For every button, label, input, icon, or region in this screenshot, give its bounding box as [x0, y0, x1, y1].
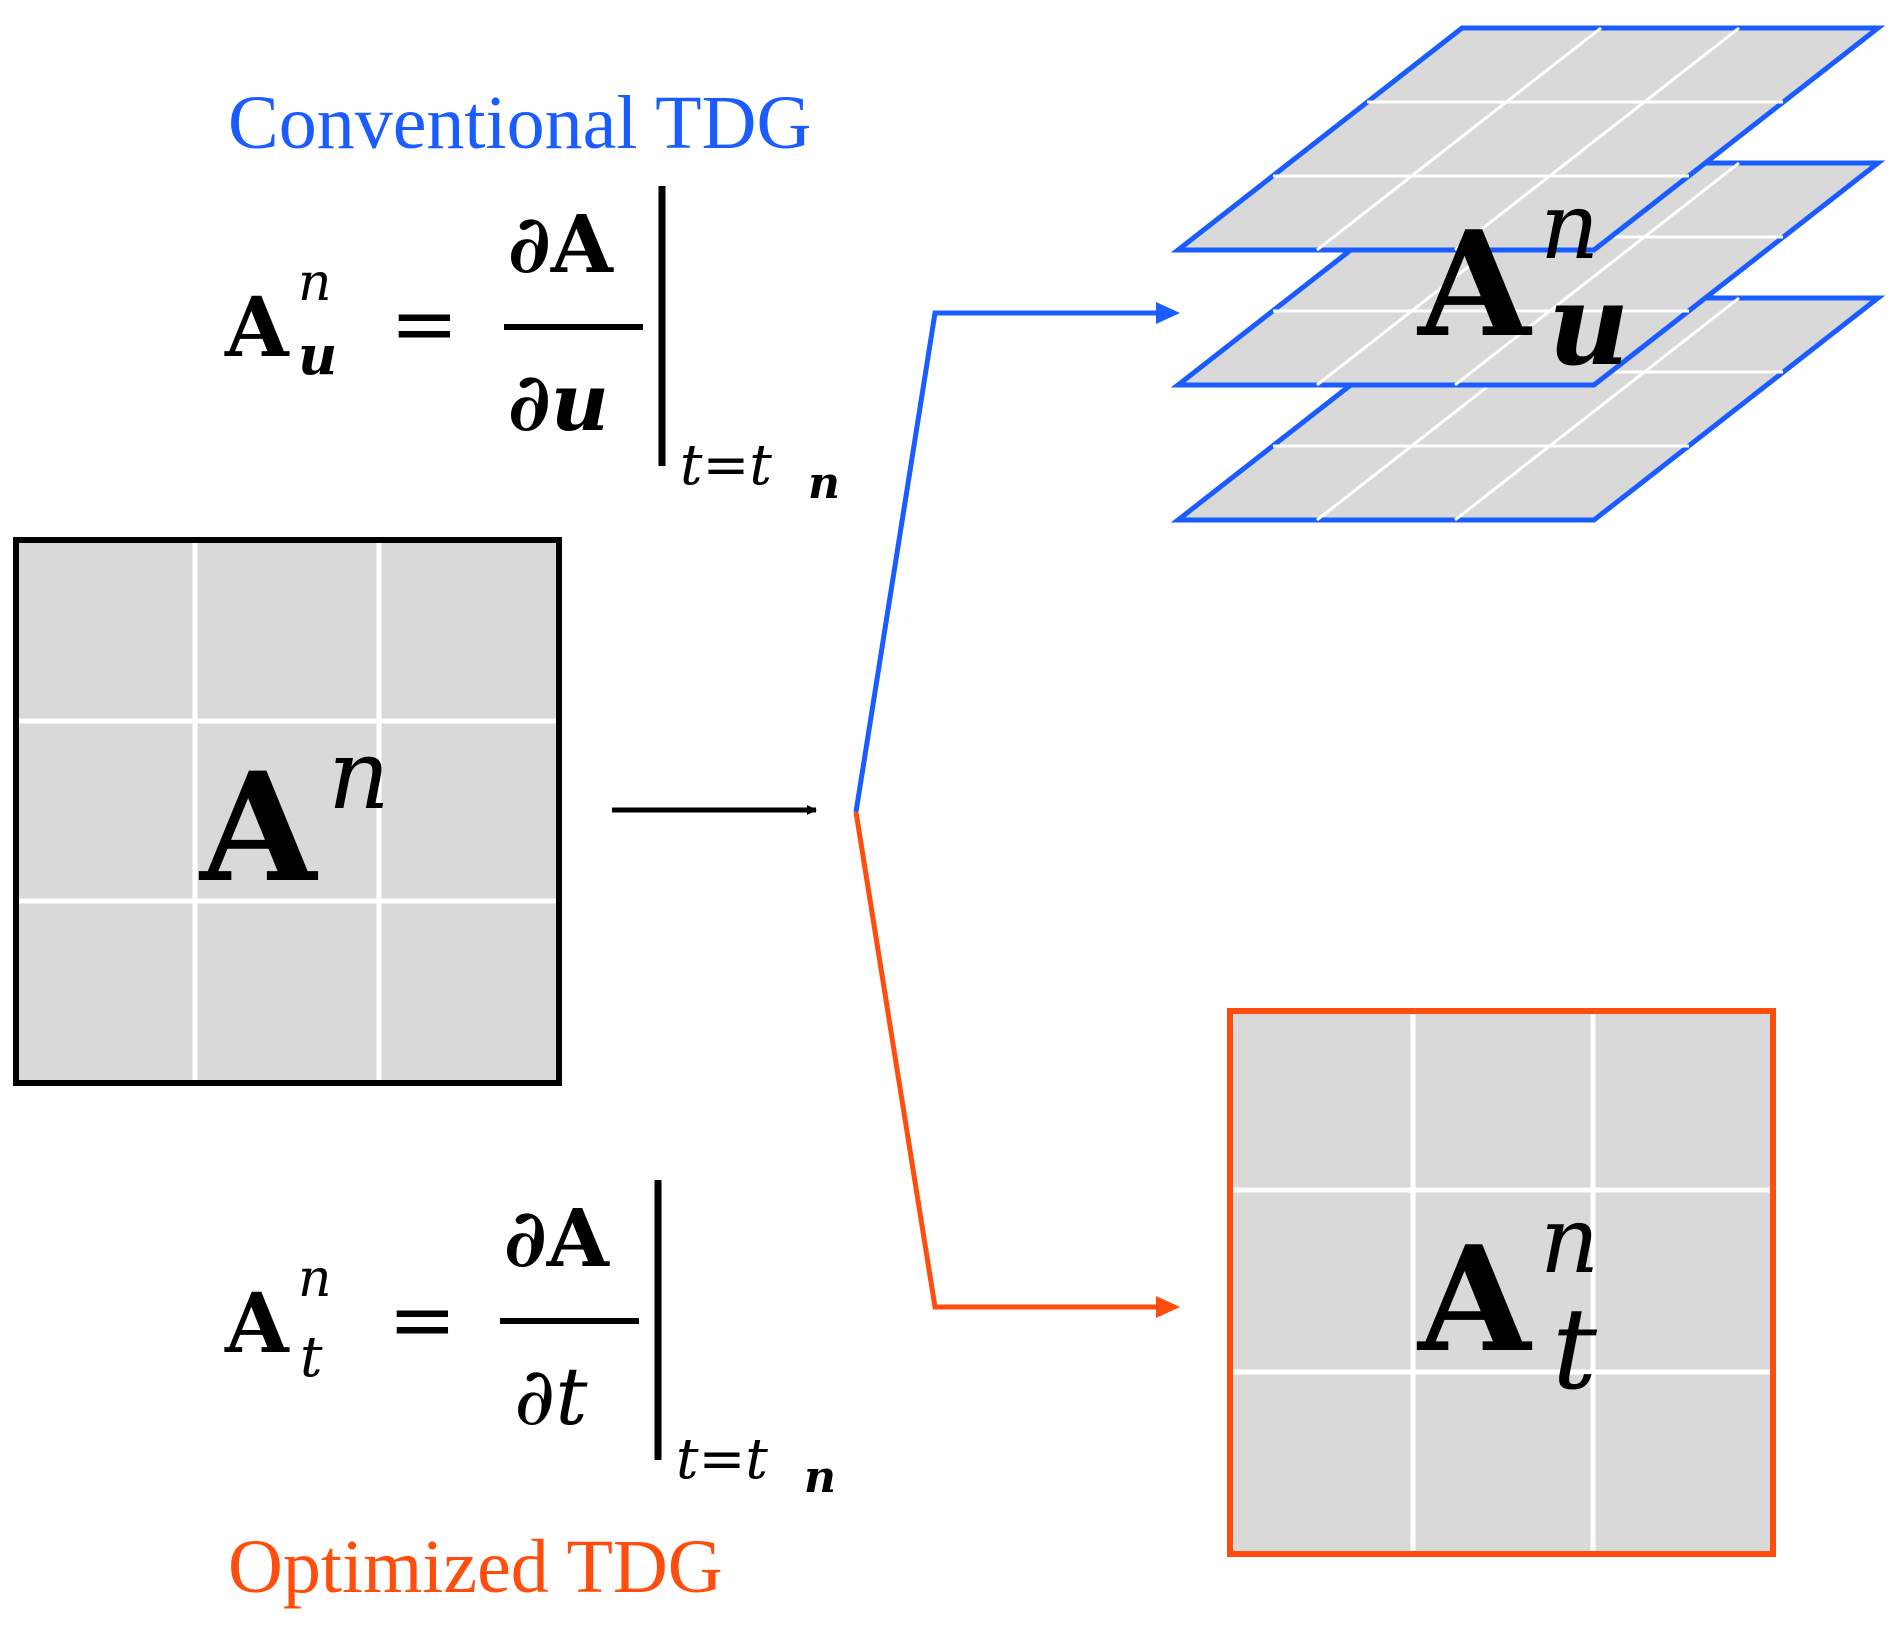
eq-opt-equals: =	[388, 1273, 457, 1368]
eq-conv-equals: =	[390, 277, 459, 372]
opt-output-symbol: A	[1416, 1215, 1533, 1385]
conv-output-superscript: n	[1540, 173, 1599, 280]
input-matrix-grid	[19, 543, 556, 1080]
eq-opt-lhs-sub: t	[300, 1325, 323, 1390]
eq-opt-lhs-base: A	[224, 1276, 290, 1372]
conventional-output-stack[interactable]: A n u	[1170, 25, 1886, 523]
eq-opt-lhs-sup: n	[298, 1249, 332, 1309]
conventional-tdg-label: Conventional TDG	[228, 81, 811, 165]
optimized-branch	[853, 811, 1180, 1318]
eq-conv-numerator: ∂A	[508, 197, 614, 291]
stack-layer-top	[1170, 25, 1886, 253]
input-matrix: A n	[13, 537, 562, 1086]
optimized-equation: A n t = ∂A ∂t t=t n	[224, 1180, 836, 1503]
opt-output-superscript: n	[1540, 1187, 1599, 1294]
eq-opt-eval-subscript-n: n	[804, 1452, 836, 1503]
input-matrix-symbol: A	[198, 740, 319, 916]
eq-conv-eval-subscript: t=t	[680, 433, 772, 498]
input-matrix-superscript: n	[328, 719, 390, 831]
eq-conv-eval-subscript-n: n	[808, 458, 840, 509]
optimized-tdg-label: Optimized TDG	[228, 1525, 723, 1609]
eq-conv-denominator: ∂u	[508, 355, 609, 449]
conv-output-symbol: A	[1416, 200, 1533, 370]
conventional-equation: A n u = ∂A ∂u t=t n	[224, 186, 840, 509]
eq-conv-lhs-sub: u	[298, 323, 337, 387]
eq-conv-lhs-base: A	[224, 280, 290, 376]
optimized-output-grid	[1233, 1014, 1770, 1551]
conventional-branch	[853, 302, 1180, 813]
optimized-output-matrix[interactable]: A n t	[1227, 1008, 1776, 1557]
opt-output-subscript: t	[1552, 1285, 1598, 1415]
conv-output-subscript: u	[1548, 260, 1629, 391]
eq-opt-eval-subscript: t=t	[676, 1427, 768, 1492]
eq-conv-lhs-sup: n	[298, 253, 332, 313]
eq-opt-denominator: ∂t	[514, 1350, 588, 1443]
eq-opt-numerator: ∂A	[504, 1191, 610, 1285]
conventional-arrowhead	[1156, 302, 1180, 324]
optimized-arrowhead	[1156, 1296, 1180, 1318]
